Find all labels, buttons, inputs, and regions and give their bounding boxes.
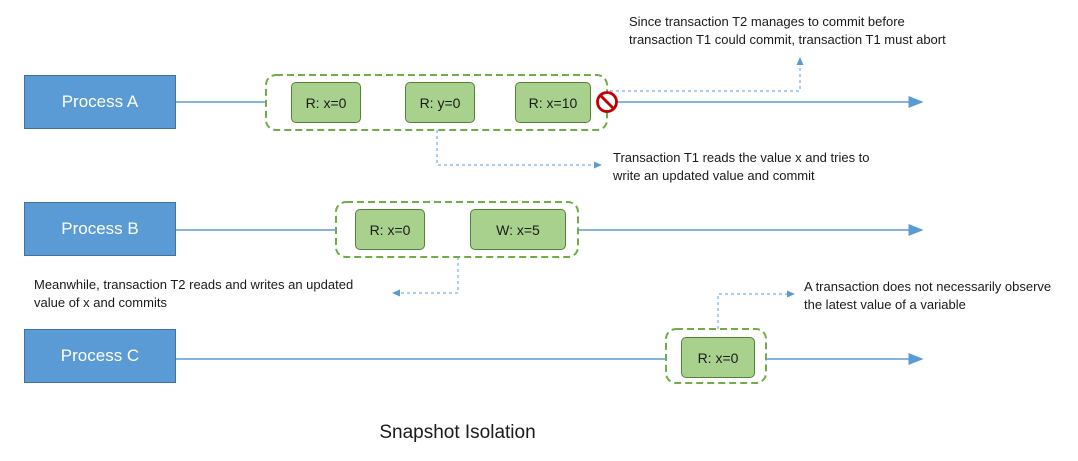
connector-t2-note [392,257,459,297]
note-t2-commits-line-1: Meanwhile, transaction T2 reads and writ… [34,277,354,292]
note-t2-commits: Meanwhile, transaction T2 reads and writ… [34,276,353,312]
process-c: Process C [24,329,176,383]
note-t1-abort-line-1: Since transaction T2 manages to commit b… [629,14,905,29]
connector-latest-note [717,290,795,329]
process-b: Process B [24,202,176,256]
connector-abort-note [610,57,804,92]
note-latest-value-line-1: A transaction does not necessarily obser… [804,279,1052,294]
op-b-read-x: R: x=0 [355,209,425,250]
op-c-read-x: R: x=0 [681,337,755,378]
process-a: Process A [24,75,176,129]
note-latest-value-line-2: the latest value of a variable [804,297,966,312]
note-t2-commits-line-2: value of x and commits [34,295,167,310]
op-a-read-y: R: y=0 [405,82,475,123]
note-t1-abort: Since transaction T2 manages to commit b… [629,13,946,49]
no-entry-icon [596,91,618,113]
op-a-read-x-10: R: x=10 [515,82,591,123]
note-t1-reads-line-1: Transaction T1 reads the value x and tri… [613,150,870,165]
note-t1-reads: Transaction T1 reads the value x and tri… [613,149,870,185]
connector-t1-note [436,130,602,169]
note-t1-reads-line-2: write an updated value and commit [613,168,815,183]
op-b-write-x: W: x=5 [470,209,566,250]
op-a-read-x: R: x=0 [291,82,361,123]
note-latest-value: A transaction does not necessarily obser… [804,278,1051,314]
note-t1-abort-line-2: transaction T1 could commit, transaction… [629,32,946,47]
diagram-title: Snapshot Isolation [379,422,536,443]
